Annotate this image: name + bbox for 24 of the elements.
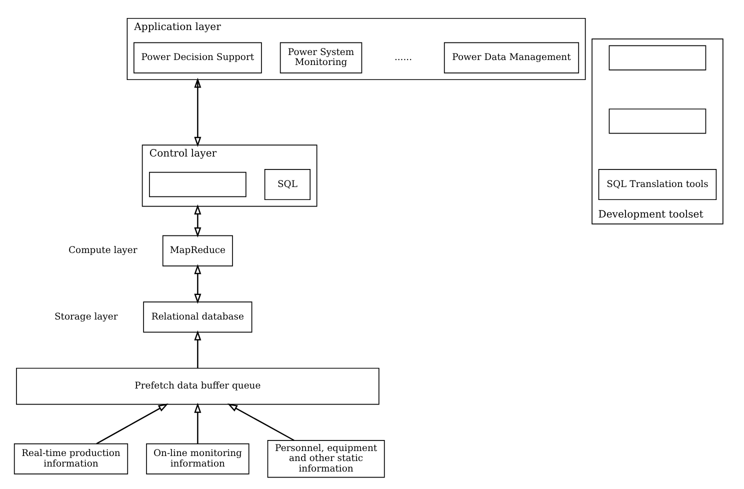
arrow (96, 404, 168, 444)
node-label: Storage layer (54, 311, 118, 322)
node-box: SQL (264, 168, 311, 200)
node-box (149, 172, 246, 198)
arrow (194, 402, 202, 444)
node-box: Power Data Management (444, 42, 580, 74)
node-box: On-line monitoring information (146, 443, 250, 474)
arrow (194, 204, 202, 238)
arrow (227, 404, 294, 441)
node-box (608, 108, 706, 134)
node-box (608, 45, 706, 70)
arrow (194, 78, 202, 147)
node-box: Power Decision Support (134, 42, 262, 74)
node-box: Real-time production information (14, 443, 128, 474)
node-box: Relational database (143, 302, 252, 333)
arrow (194, 264, 202, 304)
node-label: Compute layer (68, 245, 138, 256)
node-box: Power System Monitoring (280, 42, 362, 74)
node-box: Prefetch data buffer queue (16, 368, 380, 405)
label: ...... (394, 52, 412, 64)
node-box: MapReduce (162, 235, 233, 266)
node-box: Personnel, equipment and other static information (267, 440, 385, 478)
arrow (194, 330, 202, 368)
node-box: SQL Translation tools (598, 168, 717, 200)
